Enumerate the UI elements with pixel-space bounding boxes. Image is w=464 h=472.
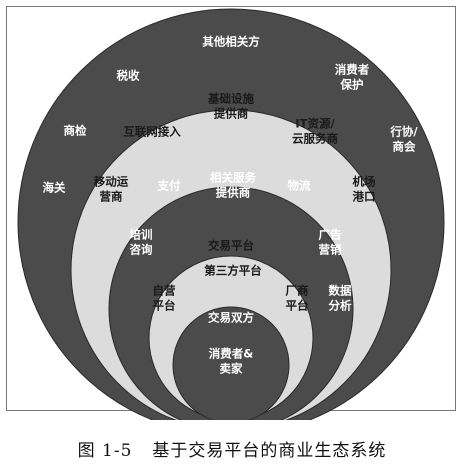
internet-access-label: 互联网接入: [123, 125, 181, 139]
label-line: 分析: [329, 298, 352, 312]
label-line: 港口: [353, 189, 376, 203]
label-line: 机场: [353, 174, 376, 188]
ecosystem-diagram: 其他相关方 税收 商检 海关 消费者保护 行协/商会 基础设施提供商 互联网接入…: [17, 8, 445, 420]
self-operated-platform-label: 自营平台: [153, 283, 176, 312]
manufacturer-platform-label: 厂商平台: [286, 283, 309, 312]
trading-parties-title: 交易双方: [208, 311, 254, 325]
inspection-label: 商检: [64, 124, 87, 138]
label-line: 提供商: [216, 185, 251, 199]
label-line: 营销: [319, 242, 342, 256]
industry-association-label: 行协/商会: [389, 124, 418, 153]
figure-caption: 图 1-5 基于交易平台的商业生态系统: [0, 436, 464, 461]
label-line: 卖家: [220, 361, 243, 375]
airport-port-label: 机场港口: [353, 174, 376, 203]
logistics-label: 物流: [288, 179, 311, 193]
consumers-sellers-label: 消费者&卖家: [209, 346, 254, 375]
payment-label: 支付: [157, 179, 181, 193]
label-line: 厂商: [286, 283, 309, 297]
label-line: 行协/: [389, 124, 418, 138]
figure-title: 基于交易平台的商业生态系统: [152, 441, 387, 461]
label-line: 商会: [393, 139, 416, 153]
label-line: 自营: [153, 283, 176, 297]
customs-label: 海关: [43, 181, 66, 195]
trading-platform-title: 交易平台: [208, 239, 254, 253]
label-line: 数据: [329, 283, 352, 297]
label-line: 提供商: [214, 106, 249, 120]
label-line: 营商: [100, 189, 123, 203]
label-line: IT资源/: [295, 116, 335, 130]
label-line: 培训: [130, 227, 153, 241]
advertising-marketing-label: 广告营销: [319, 227, 342, 256]
label-line: 云服务商: [292, 131, 338, 145]
figure-number: 图 1-5: [77, 441, 133, 461]
mobile-operator-label: 移动运营商: [94, 174, 129, 203]
core-trading-parties: [172, 306, 290, 420]
label-line: 平台: [286, 298, 309, 312]
label-line: 平台: [153, 298, 176, 312]
label-line: 消费者&: [209, 346, 254, 360]
label-line: 咨询: [130, 242, 153, 256]
label-line: 相关服务: [210, 170, 256, 184]
training-consulting-label: 培训咨询: [130, 227, 153, 256]
it-cloud-label: IT资源/云服务商: [292, 116, 338, 145]
related-services-title: 相关服务提供商: [210, 170, 256, 199]
third-party-platform-label: 第三方平台: [204, 264, 262, 278]
label-line: 移动运: [94, 174, 129, 188]
label-line: 保护: [340, 77, 364, 91]
others-title: 其他相关方: [202, 35, 260, 49]
infrastructure-title: 基础设施提供商: [207, 91, 254, 120]
consumer-protection-label: 消费者保护: [335, 62, 370, 91]
tax-label: 税收: [117, 69, 140, 83]
data-analysis-label: 数据分析: [329, 283, 352, 312]
label-line: 消费者: [335, 62, 370, 76]
label-line: 广告: [319, 227, 342, 241]
label-line: 基础设施: [207, 91, 254, 105]
